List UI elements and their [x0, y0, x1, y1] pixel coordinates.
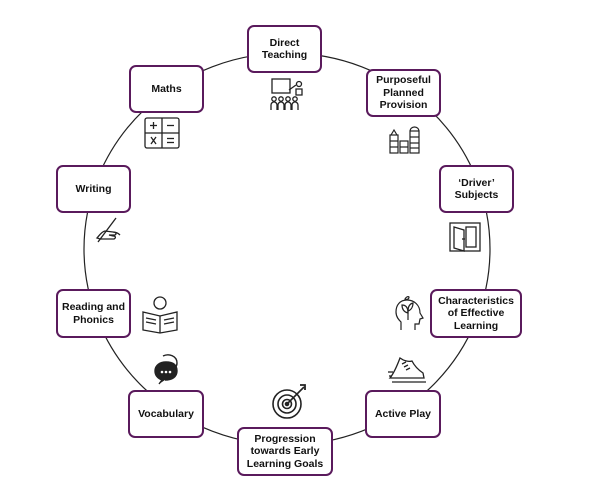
node-characteristics-of-effective-learning: Characteristics of Effective Learning: [430, 289, 522, 338]
node-writing: Writing: [56, 165, 131, 213]
node-maths: Maths: [129, 65, 204, 113]
running-shoe-icon: [388, 352, 426, 384]
node-active-play: Active Play: [365, 390, 441, 438]
hand-writing-icon: [94, 216, 124, 244]
doorway-icon: [448, 221, 482, 253]
node-direct-teaching: Direct Teaching: [247, 25, 322, 73]
calculator-icon: [144, 117, 180, 149]
target-icon: [270, 383, 308, 421]
child-reading-icon: [141, 294, 179, 334]
speech-bubbles-icon: [153, 352, 185, 388]
node-purposeful-planned-provision: Purposeful Planned Provision: [366, 69, 441, 117]
node-reading-and-phonics: Reading and Phonics: [56, 289, 131, 338]
teacher-with-class-icon: [269, 77, 307, 113]
node-vocabulary: Vocabulary: [128, 390, 204, 438]
building-blocks-icon: [388, 121, 422, 155]
head-with-plant-icon: [393, 296, 425, 332]
node-driver-subjects: ‘Driver’ Subjects: [439, 165, 514, 213]
node-progression-towards-early-learning-goals: Progression towards Early Learning Goals: [237, 427, 333, 476]
